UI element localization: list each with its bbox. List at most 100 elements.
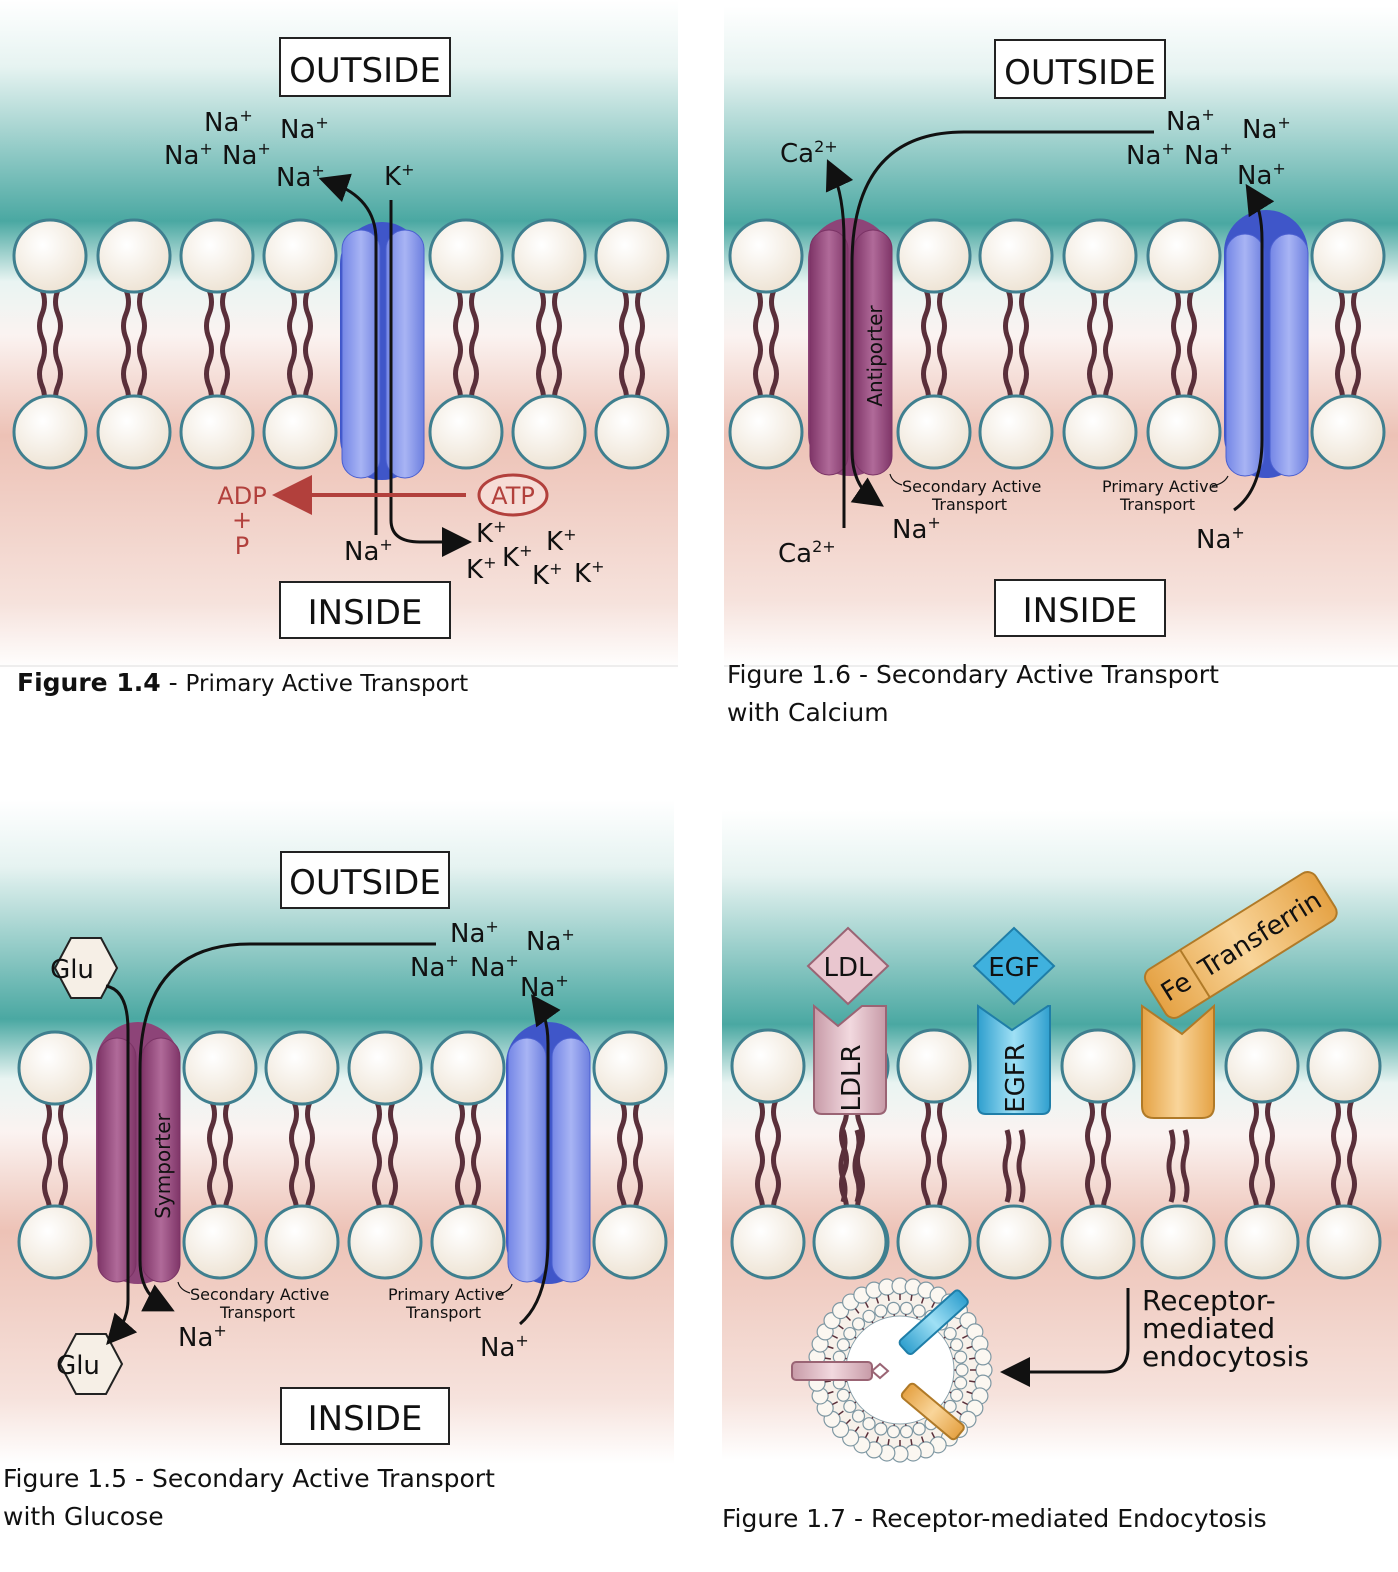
phospholipid-head-outer xyxy=(896,218,972,294)
phospholipid-head-outer xyxy=(592,1030,668,1106)
svg-text:Na+: Na+ xyxy=(204,106,253,138)
sodium-pump-arrow xyxy=(1233,183,1275,512)
svg-text:Primary Active: Primary Active xyxy=(388,1285,504,1304)
figure-1-4-caption: Figure 1.4 - Primary Active Transport xyxy=(17,668,469,697)
figure-1-7-panel: LDLR EGFR LDL EGF Fe Transferrin Recepto… xyxy=(722,800,1398,1480)
phospholipid-head-inner xyxy=(730,1204,806,1280)
figure-1-5-caption-line1: Figure 1.5 - Secondary Active Transport xyxy=(3,1464,495,1493)
phospholipid-head-inner xyxy=(347,1204,423,1280)
primary-active-transport-label: Primary Active Transport xyxy=(388,1285,504,1322)
adp-plus-label: + xyxy=(232,506,252,534)
sodium-influx-arrow xyxy=(138,942,436,1312)
phospholipid-head-outer xyxy=(1306,1028,1382,1104)
phospholipid-bilayer xyxy=(728,218,1386,470)
ldl-label: LDL xyxy=(824,953,874,983)
sodium-influx-arrow xyxy=(850,130,1154,507)
phospholipid-head-outer xyxy=(262,218,338,294)
svg-text:K+: K+ xyxy=(532,559,562,591)
phospholipid-head-outer xyxy=(1310,218,1386,294)
phospholipid-head-inner xyxy=(896,1204,972,1280)
phospholipid-head-inner xyxy=(264,1204,340,1280)
phospholipid-head-outer xyxy=(730,1028,806,1104)
outside-label-box xyxy=(279,37,451,97)
svg-text:Receptor-: Receptor- xyxy=(1142,1284,1276,1317)
sodium-ion-inside-pump: Na+ xyxy=(1196,523,1245,555)
ldlr-label: LDLR xyxy=(837,1044,867,1111)
svg-text:Transport: Transport xyxy=(219,1303,295,1322)
figure-1-7-caption-line1: Figure 1.7 - Receptor-mediated Endocytos… xyxy=(722,1504,1267,1533)
inside-label-box xyxy=(994,579,1166,637)
calcium-ion-outside: Ca2+ xyxy=(780,137,838,169)
inside-label-box xyxy=(279,581,451,639)
phospholipid-head-outer xyxy=(896,1028,972,1104)
phospholipid-head-inner xyxy=(594,394,670,470)
phospholipid-head-inner xyxy=(96,394,172,470)
atp-label: ATP xyxy=(491,482,535,510)
secondary-active-transport-label: Secondary Active Transport xyxy=(190,1285,329,1322)
sodium-potassium-pump xyxy=(340,222,425,480)
outside-label: OUTSIDE xyxy=(289,863,441,903)
outside-label-box xyxy=(994,39,1166,99)
figure-1-7-diagram: LDLR EGFR LDL EGF Fe Transferrin Recepto… xyxy=(722,810,1398,1463)
svg-text:Primary Active: Primary Active xyxy=(1102,477,1218,496)
egf-ligand xyxy=(972,926,1056,1006)
figure-1-6-caption-line1: Figure 1.6 - Secondary Active Transport xyxy=(727,660,1219,689)
phospholipid-head-outer xyxy=(179,218,255,294)
inside-label-box xyxy=(280,1387,450,1445)
phospholipid-head-inner xyxy=(262,394,338,470)
sodium-ion-inside-pump: Na+ xyxy=(480,1331,529,1363)
figure-1-6-caption-line2: with Calcium xyxy=(727,698,889,727)
phospholipid-head-inner xyxy=(12,394,88,470)
svg-text:Na+: Na+ xyxy=(526,925,575,957)
calcium-ion-inside: Ca2+ xyxy=(778,537,836,569)
outside-label: OUTSIDE xyxy=(289,51,441,91)
svg-text:K+: K+ xyxy=(502,541,532,573)
potassium-ions-inside: K+ K+ K+ K+ K+ K+ xyxy=(466,517,604,591)
svg-text:K+: K+ xyxy=(546,525,576,557)
phospholipid-head-outer xyxy=(96,218,172,294)
phospholipid-head-outer xyxy=(430,1030,506,1106)
endocytic-vesicle xyxy=(791,1277,993,1463)
figure-1-6-panel: Antiporter OUTSIDE INSIDE Ca2+ Ca2+ Na+ … xyxy=(724,0,1398,670)
phospholipid-head-inner xyxy=(1310,394,1386,470)
svg-text:Transport: Transport xyxy=(1119,495,1195,514)
phospholipid-head-outer xyxy=(12,218,88,294)
endocytosis-arrow xyxy=(1000,1288,1130,1387)
calcium-efflux-arrow xyxy=(825,159,854,528)
phospholipid-head-inner xyxy=(976,1204,1052,1280)
figure-1-5-diagram: Symporter OUTSIDE INSIDE Glu Glu Na+ Na+… xyxy=(0,800,674,1464)
receptor-mediated-endocytosis-label: Receptor- mediated endocytosis xyxy=(1142,1284,1309,1373)
sodium-ion-inside-symporter: Na+ xyxy=(178,1321,227,1353)
egf-receptor xyxy=(977,1004,1051,1115)
svg-text:mediated: mediated xyxy=(1142,1312,1275,1345)
membrane-background xyxy=(0,0,678,670)
potassium-influx-arrow xyxy=(389,200,472,557)
figure-1-5-panel: Symporter OUTSIDE INSIDE Glu Glu Na+ Na+… xyxy=(0,800,674,1464)
glucose-inside-label: Glu xyxy=(56,1351,100,1381)
phospholipid-head-outer xyxy=(511,218,587,294)
phospholipid-head-inner xyxy=(812,1204,888,1280)
sodium-ions-outside: Na+ Na+ Na+ Na+ Na+ xyxy=(164,106,329,193)
svg-text:endocytosis: endocytosis xyxy=(1142,1340,1309,1373)
phospholipid-head-outer xyxy=(264,1030,340,1106)
svg-text:Na+: Na+ xyxy=(1126,139,1175,171)
phospholipid-head-inner xyxy=(1140,1204,1216,1280)
phospholipid-head-inner xyxy=(728,394,804,470)
outside-label-box xyxy=(280,851,450,909)
phospholipid-head-outer xyxy=(1224,1028,1300,1104)
sodium-ion-inside: Na+ xyxy=(344,535,393,567)
ldl-receptor xyxy=(813,1003,887,1115)
svg-text:Na+: Na+ xyxy=(1166,105,1215,137)
phospholipid-head-inner xyxy=(428,394,504,470)
phospholipid-head-inner xyxy=(978,394,1054,470)
glucose-outside-label: Glu xyxy=(50,955,94,985)
symporter-protein xyxy=(96,1022,181,1284)
svg-text:Na+: Na+ xyxy=(222,139,271,171)
svg-text:Na+: Na+ xyxy=(164,139,213,171)
svg-text:Secondary Active: Secondary Active xyxy=(902,477,1041,496)
outside-label: OUTSIDE xyxy=(1004,53,1156,93)
svg-text:K+: K+ xyxy=(476,517,506,549)
phospholipid-head-outer xyxy=(594,218,670,294)
phospholipid-bilayer xyxy=(17,1030,668,1280)
antiporter-label: Antiporter xyxy=(863,305,887,407)
